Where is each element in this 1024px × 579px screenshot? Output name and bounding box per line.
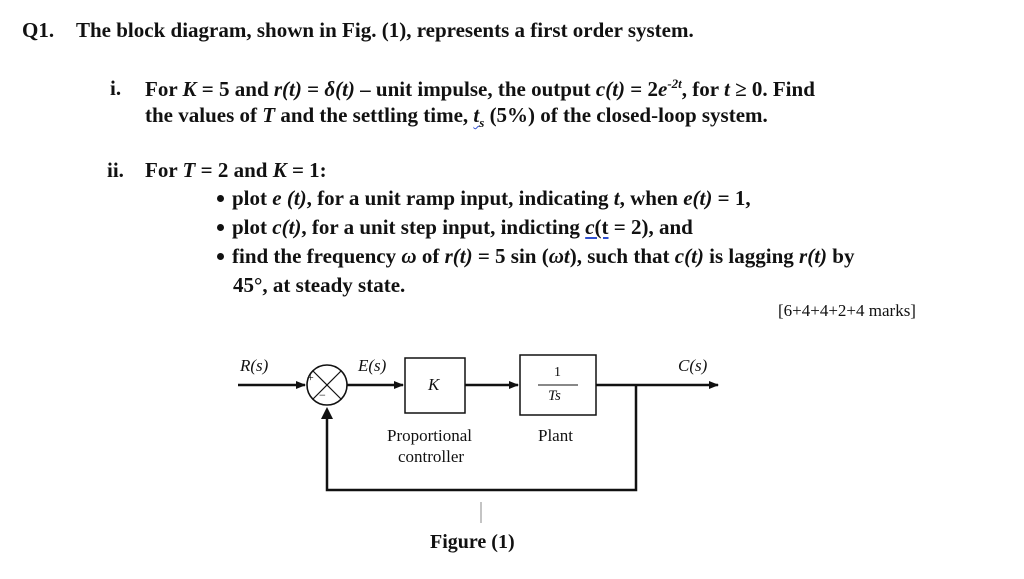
controller-caption-1: Proportional	[387, 426, 472, 445]
bullet-1: plot e (t), for a unit ramp input, indic…	[217, 186, 751, 211]
question-title: The block diagram, shown in Fig. (1), re…	[76, 18, 694, 42]
marks-allocation: [6+4+4+2+4 marks]	[778, 301, 916, 320]
bullet-3-line-2: 45°, at steady state.	[233, 273, 406, 297]
output-label: C(s)	[678, 356, 708, 375]
settling-time-symbol: ts	[473, 103, 485, 131]
part-ii-intro: For T = 2 and K = 1:	[145, 158, 327, 182]
bullet-3: find the frequency ω of r(t) = 5 sin (ωt…	[217, 244, 854, 269]
plant-denominator: Ts	[548, 388, 561, 404]
part-i-line-2: the values of T and the settling time, t…	[145, 103, 768, 131]
plant-numerator: 1	[554, 365, 561, 380]
part-i-numeral: i.	[110, 76, 122, 100]
plus-sign: +	[307, 370, 314, 384]
controller-gain: K	[428, 375, 440, 394]
bullet-2: plot c(t), for a unit step input, indict…	[217, 215, 693, 240]
feedback-path	[325, 385, 638, 492]
feedback-arrowhead	[321, 407, 333, 419]
plant-caption: Plant	[538, 426, 573, 445]
controller-caption-2: controller	[398, 447, 465, 466]
controller-block	[404, 357, 466, 414]
input-label: R(s)	[240, 356, 269, 375]
error-label: E(s)	[358, 356, 387, 375]
bullet-dot	[217, 223, 224, 231]
bullet-dot	[217, 194, 224, 202]
bullet-dot	[217, 252, 224, 260]
figure-caption: Figure (1)	[430, 531, 515, 553]
summing-junction	[306, 364, 348, 406]
part-i-line-1: For K = 5 and r(t) = δ(t) – unit impulse…	[145, 76, 815, 101]
question-number: Q1.	[22, 18, 55, 42]
part-ii-numeral: ii.	[107, 158, 124, 182]
minus-sign: −	[319, 388, 326, 402]
